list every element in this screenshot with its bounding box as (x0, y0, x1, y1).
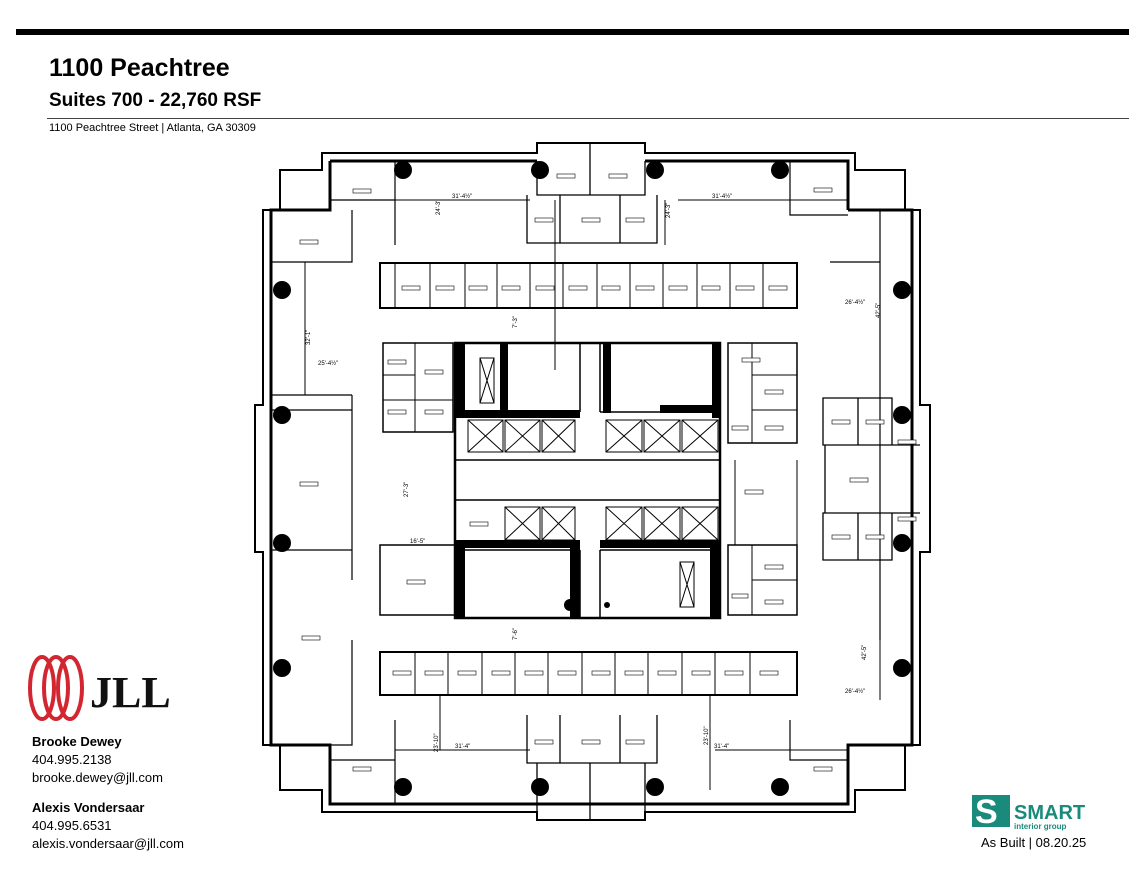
dimension-label: 24'-3" (436, 200, 442, 215)
contact-email: alexis.vondersaar@jll.com (32, 836, 184, 851)
header-rule-bar (16, 29, 1129, 35)
dimension-label: 23'-10" (704, 726, 710, 745)
as-built-date: As Built | 08.20.25 (981, 835, 1087, 850)
svg-text:JLL: JLL (90, 668, 171, 717)
outer-wall (254, 142, 931, 821)
jll-logo: JLL (28, 655, 171, 721)
dimension-label: 31'-4" (714, 744, 729, 750)
contacts-block: Brooke Dewey 404.995.2138 brooke.dewey@j… (32, 733, 184, 853)
dimension-label: 25'-4½" (318, 360, 338, 367)
svg-text:interior group: interior group (1014, 822, 1067, 831)
dimension-label: 31'-4½" (712, 193, 732, 200)
page-title: 1100 Peachtree (49, 54, 230, 82)
structural-columns (273, 161, 911, 796)
svg-text:S: S (975, 793, 998, 831)
dimension-label: 23'-10" (434, 733, 440, 752)
core-walls (455, 343, 720, 618)
address: 1100 Peachtree Street | Atlanta, GA 3030… (49, 122, 256, 134)
dimension-label: 31'-4½" (452, 193, 472, 200)
contact-name: Alexis Vondersaar (32, 800, 145, 815)
dimension-label: 24'-3" (666, 203, 672, 218)
dimension-label: 42'-5" (862, 645, 868, 660)
contact-phone: 404.995.6531 (32, 818, 112, 833)
contact-phone: 404.995.2138 (32, 752, 112, 767)
dimension-label: 26'-4½" (845, 299, 865, 306)
dimension-label: 31'-4" (455, 744, 470, 750)
dimension-label: 42'-5" (876, 303, 882, 318)
contact-email: brooke.dewey@jll.com (32, 770, 163, 785)
dimension-label: 26'-4½" (845, 688, 865, 695)
dimension-label: 27'-3" (404, 482, 410, 497)
smart-interior-group-logo: S SMART interior group (972, 793, 1085, 831)
suite-subtitle: Suites 700 - 22,760 RSF (49, 90, 262, 111)
divider (47, 118, 1129, 119)
inner-wall (269, 159, 914, 806)
contact-name: Brooke Dewey (32, 734, 122, 749)
dimension-label: 16'-5" (410, 539, 425, 545)
elevators (467, 357, 719, 608)
dimension-label: 32'-1" (306, 330, 312, 345)
svg-text:SMART: SMART (1014, 802, 1085, 824)
room-labels (299, 173, 917, 772)
dimension-label: 7'-3" (513, 316, 519, 328)
dimension-label: 7'-6" (513, 628, 519, 640)
